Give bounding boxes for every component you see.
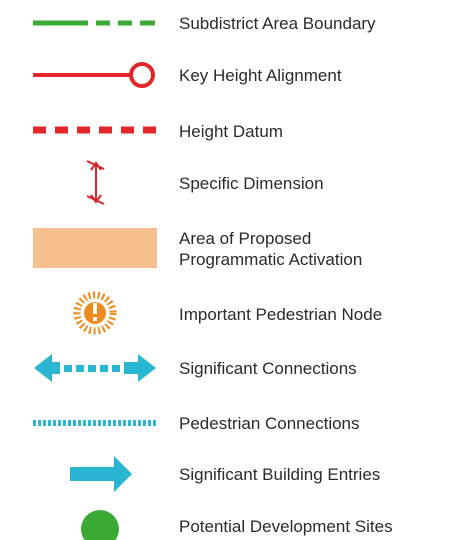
legend-label: Subdistrict Area Boundary — [179, 14, 376, 33]
legend-label-line: Area of Proposed — [179, 229, 312, 248]
legend-label: Specific Dimension — [179, 174, 324, 193]
legend-label: Key Height Alignment — [179, 66, 342, 85]
activation-area-swatch-icon — [30, 228, 160, 268]
legend-label: Area of Proposed Programmatic Activation — [179, 228, 362, 270]
legend-item-activation-area: Area of Proposed Programmatic Activation — [0, 226, 461, 272]
legend-label-line: Programmatic Activation — [179, 250, 363, 269]
legend-item-specific-dimension: Specific Dimension — [0, 158, 461, 208]
subdistrict-boundary-line-icon — [30, 14, 160, 32]
specific-dimension-marker-icon — [30, 158, 160, 208]
legend-item-height-datum: Height Datum — [0, 116, 461, 146]
legend-item-key-height-alignment: Key Height Alignment — [0, 60, 461, 90]
significant-connection-arrow-icon — [30, 348, 160, 388]
legend-label: Important Pedestrian Node — [179, 305, 383, 324]
legend-item-building-entries: Significant Building Entries — [0, 452, 461, 496]
legend-item-pedestrian-node: Important Pedestrian Node — [0, 288, 461, 338]
legend-label: Significant Connections — [179, 359, 357, 378]
legend-label: Pedestrian Connections — [179, 414, 360, 433]
legend-item-pedestrian-connections: Pedestrian Connections — [0, 408, 461, 438]
legend-label: Significant Building Entries — [179, 465, 381, 484]
legend-label: Potential Development Sites — [179, 517, 393, 536]
legend-item-significant-connections: Significant Connections — [0, 348, 461, 388]
pedestrian-connection-line-icon — [30, 413, 160, 433]
pedestrian-node-icon — [30, 288, 160, 338]
legend-item-subdistrict-boundary: Subdistrict Area Boundary — [0, 8, 461, 38]
legend-label: Height Datum — [179, 122, 283, 141]
key-height-alignment-line-icon — [30, 60, 160, 90]
legend-item-development-sites: Potential Development Sites — [0, 508, 461, 540]
development-site-dot-icon — [30, 508, 160, 540]
building-entry-arrow-icon — [30, 452, 160, 496]
height-datum-line-icon — [30, 120, 160, 140]
